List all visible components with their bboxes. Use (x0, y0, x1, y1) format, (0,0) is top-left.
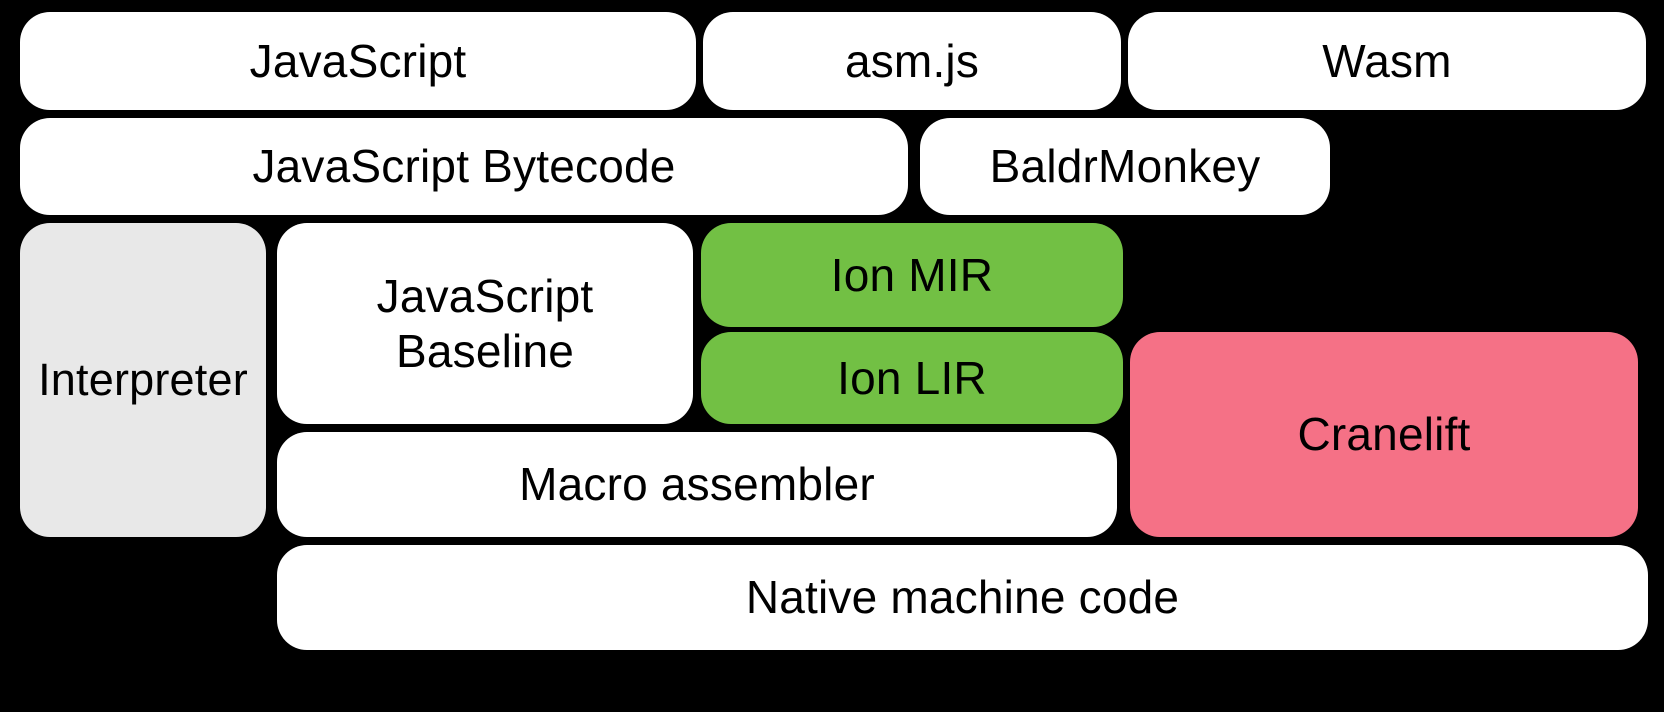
node-ion-mir: Ion MIR (701, 223, 1123, 327)
node-wasm: Wasm (1128, 12, 1646, 110)
node-native-machine-code: Native machine code (277, 545, 1648, 650)
node-javascript: JavaScript (20, 12, 696, 110)
node-javascript-baseline: JavaScript Baseline (277, 223, 693, 424)
node-javascript-bytecode: JavaScript Bytecode (20, 118, 908, 215)
node-macro-assembler: Macro assembler (277, 432, 1117, 537)
node-interpreter: Interpreter (20, 223, 266, 537)
node-cranelift: Cranelift (1130, 332, 1638, 537)
node-asm-js: asm.js (703, 12, 1121, 110)
node-ion-lir: Ion LIR (701, 332, 1123, 424)
node-baldrmonkey: BaldrMonkey (920, 118, 1330, 215)
